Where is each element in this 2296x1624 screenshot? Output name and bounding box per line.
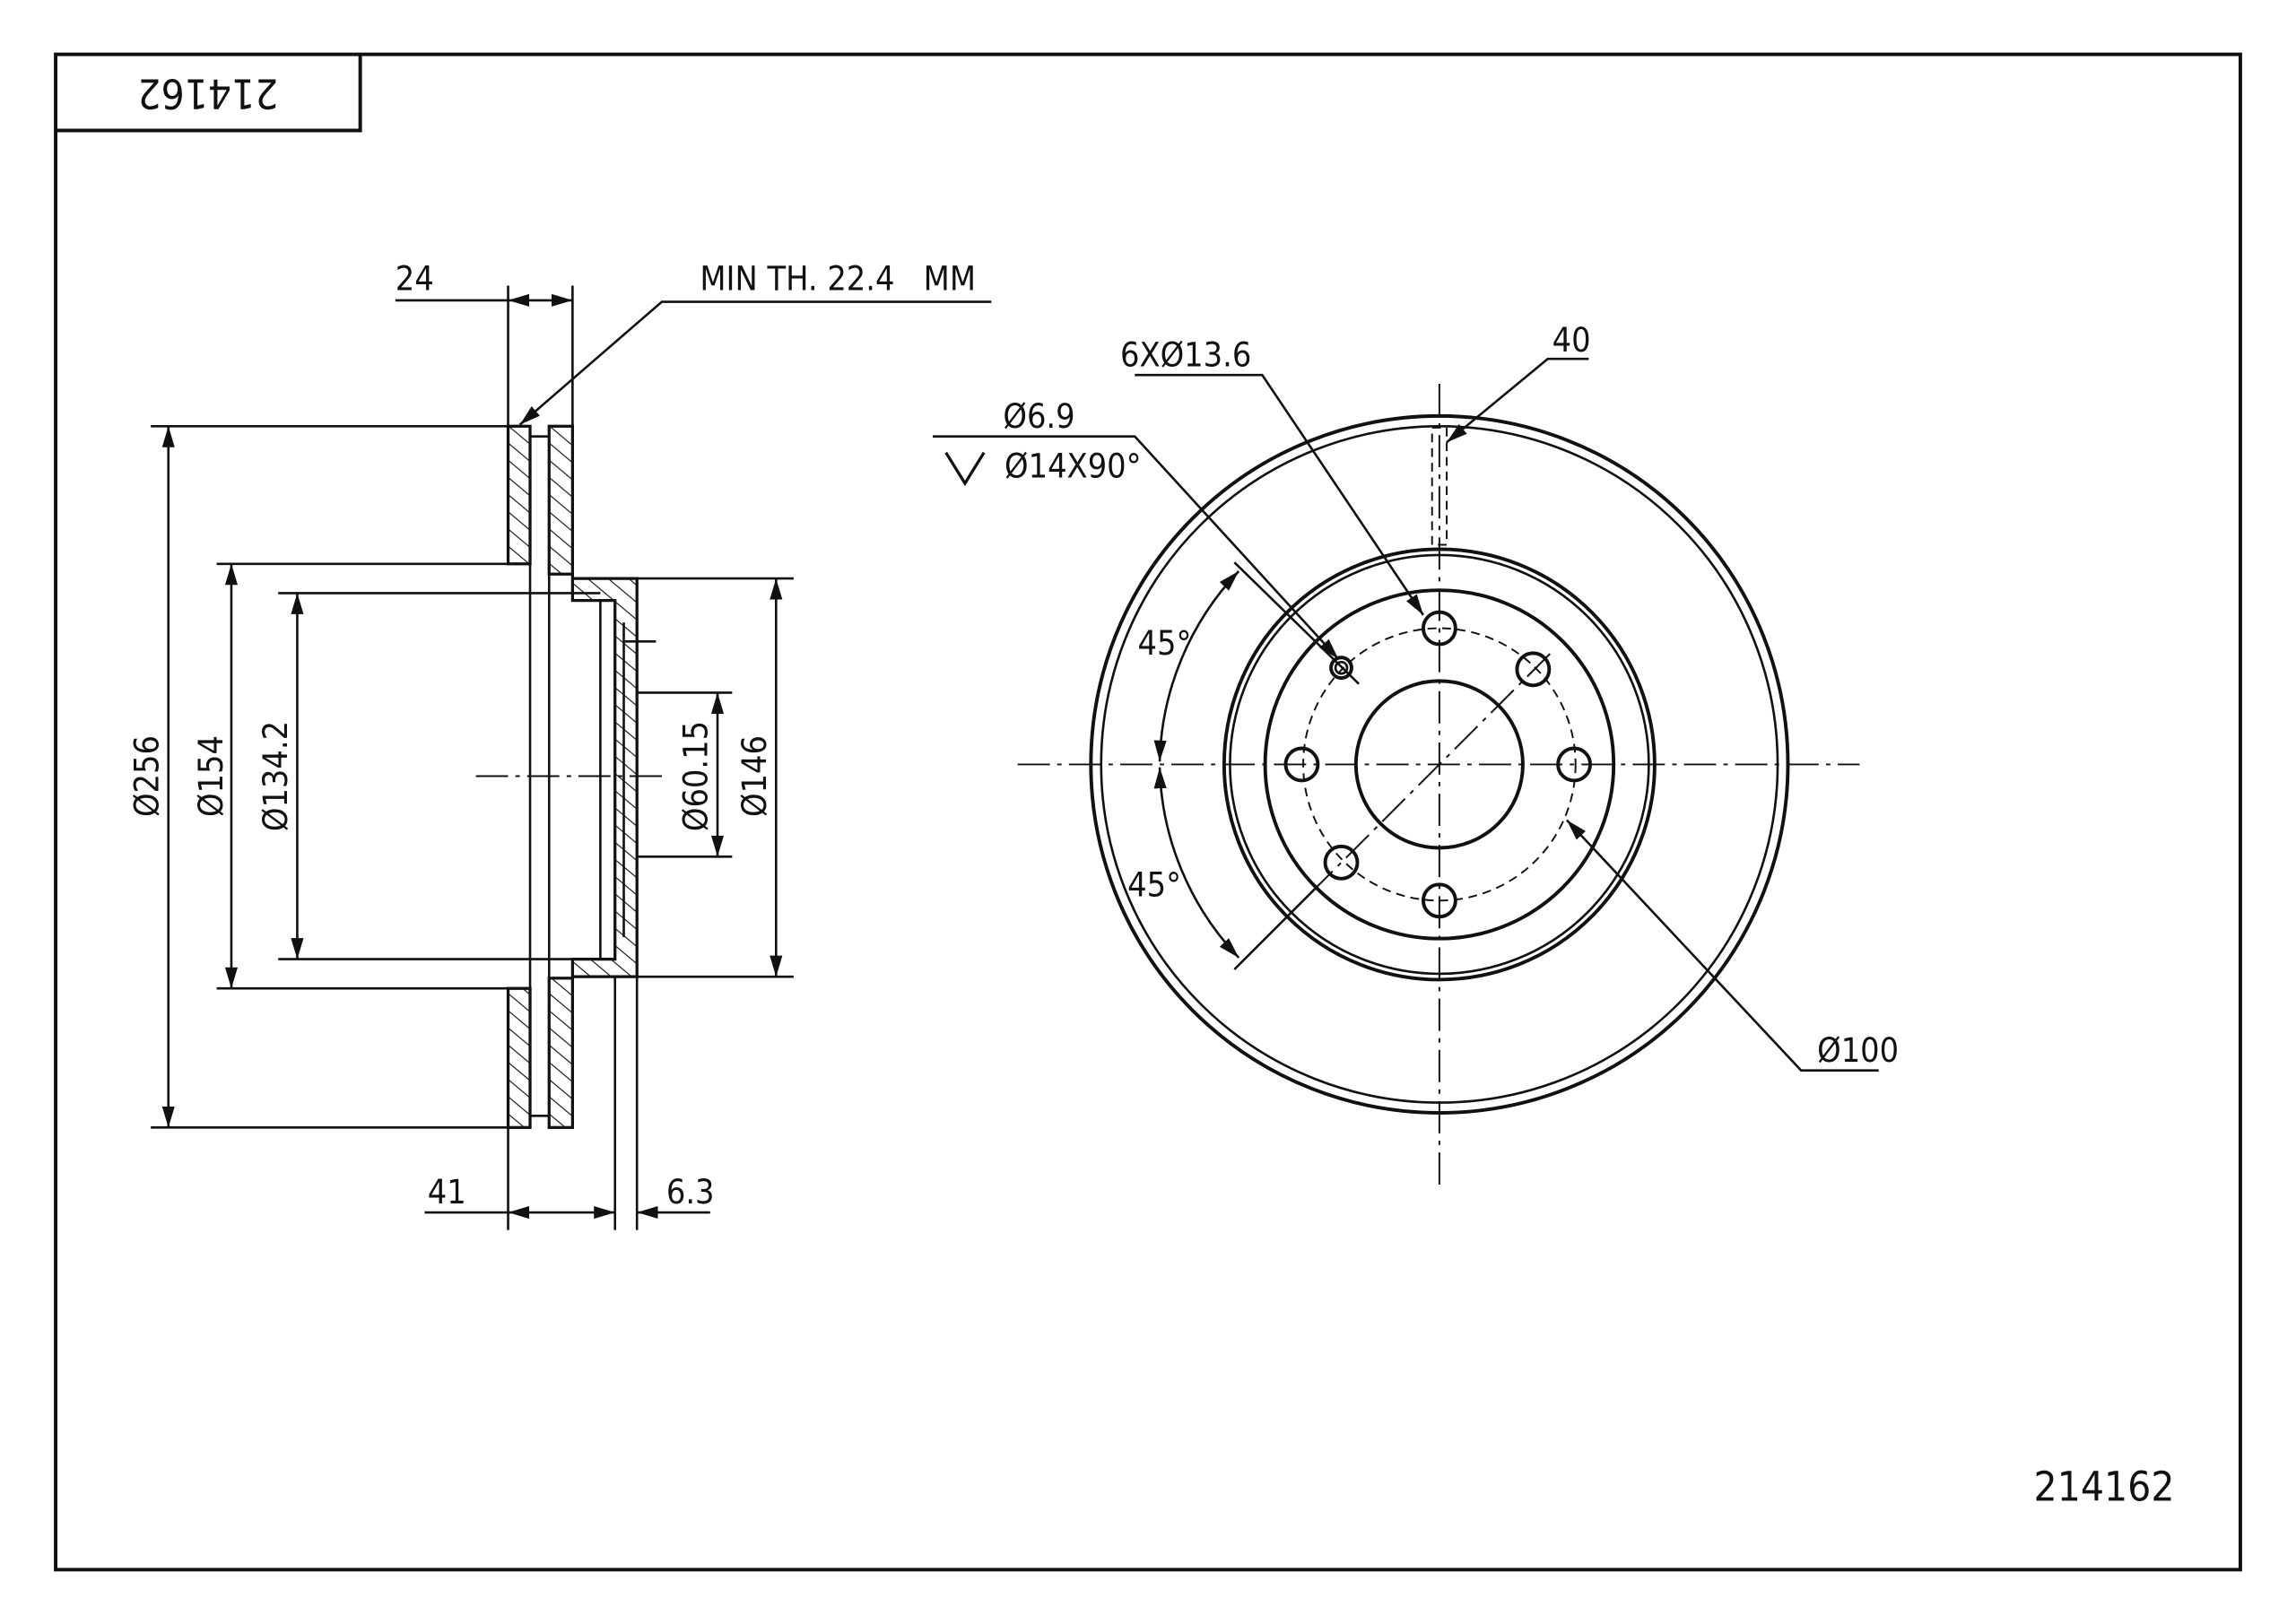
bolt-holes-label: 6XØ13.6 bbox=[1120, 334, 1251, 374]
part-number-rotated: 214162 bbox=[137, 69, 278, 117]
d154-label: Ø154 bbox=[191, 735, 230, 817]
outer-diameter-label: Ø256 bbox=[126, 735, 166, 817]
title-box: 214162 bbox=[56, 54, 362, 133]
width-label: 24 bbox=[396, 258, 434, 298]
angle-bottom-label: 45° bbox=[1127, 864, 1181, 904]
front-view: 45° 45° 6XØ13.6 Ø6.9 Ø14X90° 40 Ø100 bbox=[933, 320, 1899, 1186]
angle-top-label: 45° bbox=[1138, 623, 1192, 663]
countersink-icon bbox=[944, 451, 986, 487]
section-view: Ø256 Ø154 Ø134.2 Ø60.15 Ø146 24 MIN TH. … bbox=[126, 258, 992, 1230]
hub-diameter-label: Ø146 bbox=[735, 735, 774, 817]
pcd-label: Ø100 bbox=[1817, 1030, 1899, 1070]
part-number: 214162 bbox=[2034, 1463, 2175, 1511]
d134-label: Ø134.2 bbox=[256, 721, 295, 831]
slot-label: 40 bbox=[1552, 320, 1591, 360]
offset-label: 41 bbox=[428, 1172, 466, 1211]
small-hole-label: Ø6.9 bbox=[1003, 396, 1074, 436]
center-bore-label: Ø60.15 bbox=[676, 721, 716, 831]
small-hole bbox=[1329, 656, 1353, 681]
countersink-label: Ø14X90° bbox=[1004, 446, 1142, 485]
min-thickness-label: MIN TH. 22.4 MM bbox=[700, 258, 976, 298]
drawing-frame bbox=[54, 52, 2242, 1572]
hub-thickness-label: 6.3 bbox=[666, 1172, 715, 1211]
